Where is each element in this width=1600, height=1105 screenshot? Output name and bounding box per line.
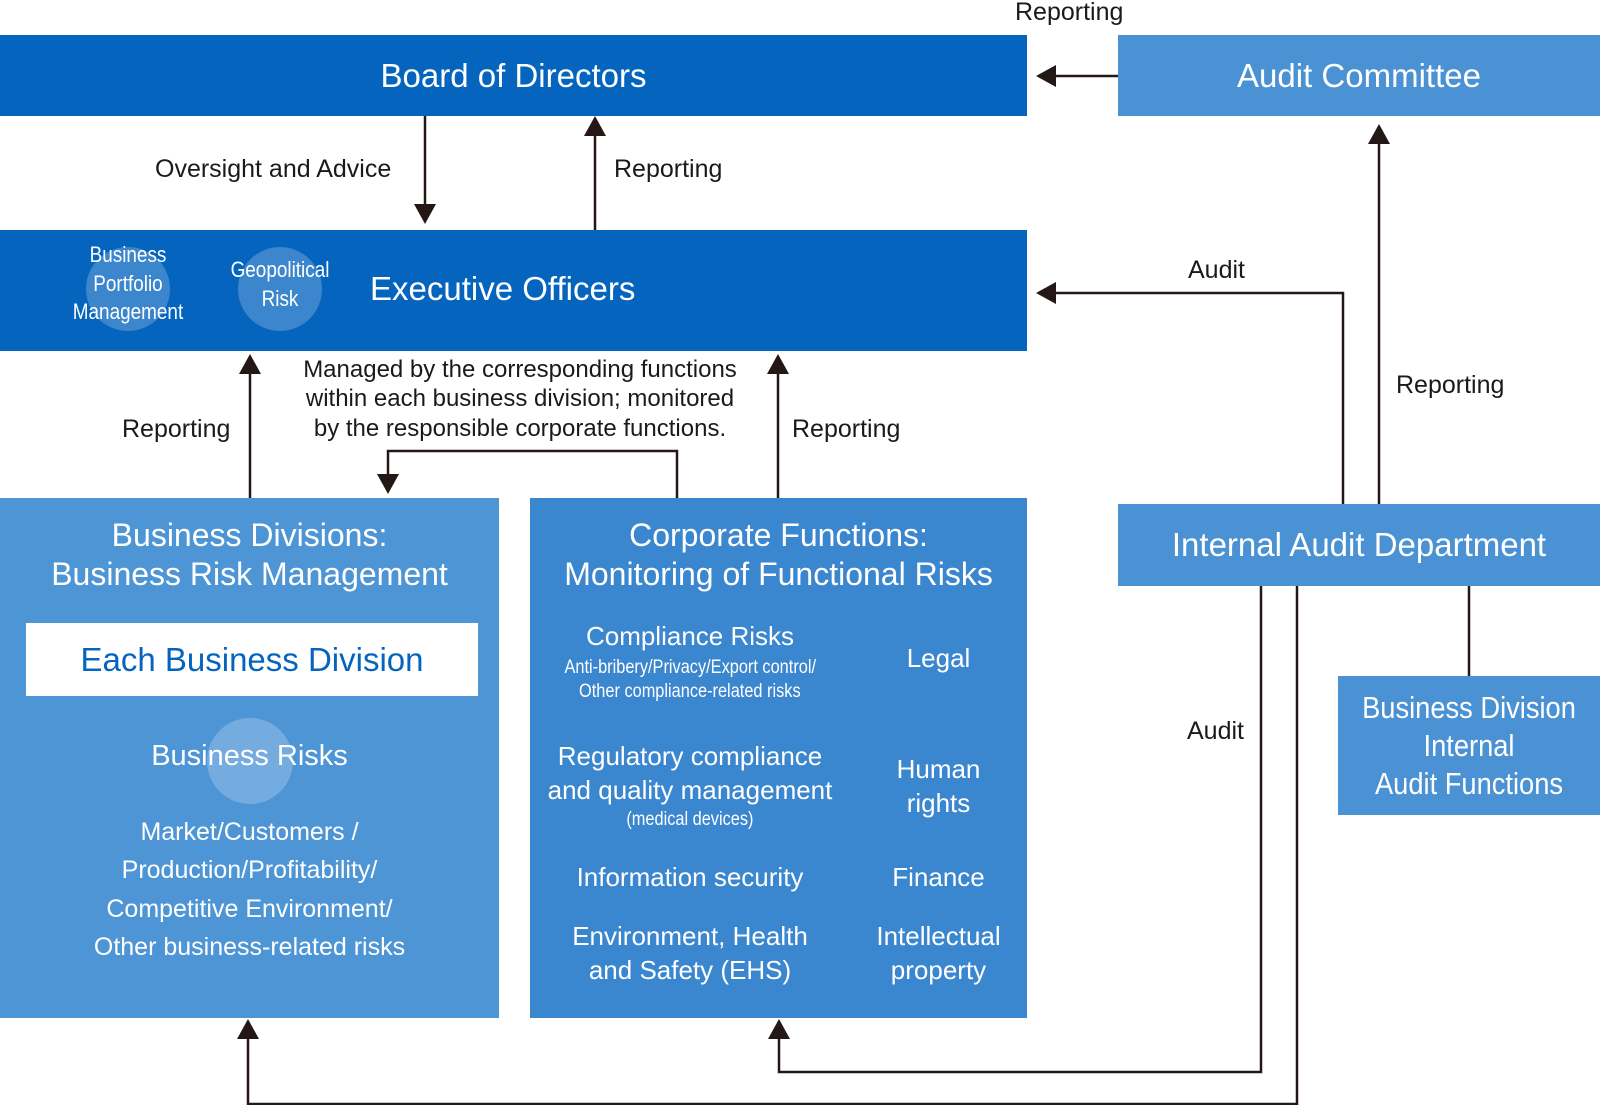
business-divisions-title-line: Business Risk Management	[51, 556, 448, 593]
executive-officers-title: Executive Officers	[370, 270, 636, 307]
bd-internal-audit-box: Business Division Internal Audit Functio…	[1338, 676, 1600, 815]
business-risks-circle	[207, 718, 293, 804]
reporting-bd-label: Reporting	[122, 415, 231, 443]
corporate-functions-title: Corporate Functions: Monitoring of Funct…	[530, 516, 1027, 594]
info-security-cell: Information security	[576, 862, 804, 892]
business-risks-title: Business Risks	[151, 740, 348, 772]
reporting-committee-label: Reporting	[1396, 371, 1505, 399]
audit-committee-title: Audit Committee	[1237, 56, 1481, 94]
each-business-division-box: Each Business Division	[26, 623, 478, 696]
legal-cell: Legal	[906, 643, 971, 673]
ehs-line: and Safety (EHS)	[588, 954, 792, 985]
compliance-risks-cell: Compliance Risks Anti-bribery/Privacy/Ex…	[530, 620, 850, 705]
edge-audit-bd	[246, 586, 1299, 1105]
geopolitical-risk-tag: Geopolitical Risk	[230, 257, 330, 311]
portfolio-circle	[86, 247, 170, 331]
business-risk-line: Competitive Environment/	[106, 894, 393, 923]
business-divisions-title: Business Divisions: Business Risk Manage…	[0, 516, 499, 594]
regulatory-line: Regulatory compliance	[557, 741, 823, 771]
business-divisions-title-line: Business Divisions:	[111, 517, 388, 553]
reporting-label-top: Reporting	[1015, 0, 1124, 26]
regulatory-line: and quality management	[547, 774, 833, 805]
business-portfolio-tag: Business Portfolio Management	[72, 242, 184, 325]
ip-line: property	[890, 954, 987, 985]
reporting-cf-label: Reporting	[792, 415, 901, 443]
internal-audit-department-title: Internal Audit Department	[1171, 526, 1547, 563]
human-rights-line: Human	[896, 754, 981, 784]
corporate-functions-title-line: Monitoring of Functional Risks	[564, 556, 993, 593]
corporate-functions-title-line: Corporate Functions:	[629, 517, 928, 553]
business-risks-list: Market/Customers / Production/Profitabil…	[0, 813, 499, 966]
bd-internal-audit-line: Internal	[1423, 728, 1515, 764]
board-of-directors-title: Board of Directors	[380, 56, 647, 94]
bd-internal-audit-line: Audit Functions	[1374, 766, 1564, 802]
bd-internal-audit-title: Business Division Internal Audit Functio…	[1354, 689, 1585, 803]
regulatory-sub: (medical devices)	[626, 808, 754, 830]
finance-cell: Finance	[892, 862, 985, 892]
human-rights-line: rights	[906, 787, 971, 818]
board-of-directors-box: Board of Directors	[0, 35, 1027, 116]
audit-exec-label: Audit	[1188, 256, 1245, 284]
geopolitical-circle	[238, 247, 322, 331]
compliance-sub-line: Anti-bribery/Privacy/Export control/	[564, 656, 816, 678]
business-divisions-box: Business Divisions: Business Risk Manage…	[0, 498, 499, 1018]
internal-audit-department-box: Internal Audit Department	[1118, 504, 1600, 586]
business-risk-line: Other business-related risks	[93, 932, 406, 961]
reporting-board-label: Reporting	[614, 155, 723, 183]
executive-officers-box: Business Portfolio Management Geopolitic…	[0, 230, 1027, 351]
human-rights-cell: Human rights	[850, 753, 1027, 821]
edge-audit-exec	[1048, 291, 1345, 504]
edge-managed	[386, 449, 679, 498]
bd-internal-audit-line: Business Division	[1362, 690, 1576, 725]
each-business-division-label: Each Business Division	[80, 640, 424, 678]
business-risk-line: Market/Customers /	[140, 818, 359, 846]
oversight-label: Oversight and Advice	[155, 155, 392, 183]
ehs-line: Environment, Health	[572, 921, 808, 951]
managed-note-line: by the responsible corporate functions.	[313, 414, 727, 442]
compliance-risks-title: Compliance Risks	[585, 621, 795, 651]
regulatory-cell: Regulatory compliance and quality manage…	[530, 740, 850, 832]
managed-note: Managed by the corresponding functions w…	[270, 355, 770, 443]
ip-cell: Intellectual property	[850, 920, 1027, 988]
audit-lower-label: Audit	[1187, 717, 1244, 745]
ehs-cell: Environment, Health and Safety (EHS)	[530, 920, 850, 988]
managed-note-line: within each business division; monitored	[305, 385, 735, 413]
edge-audit-cf	[777, 586, 1263, 1074]
business-risk-line: Production/Profitability/	[121, 856, 378, 885]
audit-committee-box: Audit Committee	[1118, 35, 1600, 116]
corporate-functions-box: Corporate Functions: Monitoring of Funct…	[530, 498, 1027, 1018]
managed-note-line: Managed by the corresponding functions	[303, 356, 737, 383]
ip-line: Intellectual	[876, 921, 1001, 951]
compliance-sub-line: Other compliance-related risks	[579, 681, 801, 703]
